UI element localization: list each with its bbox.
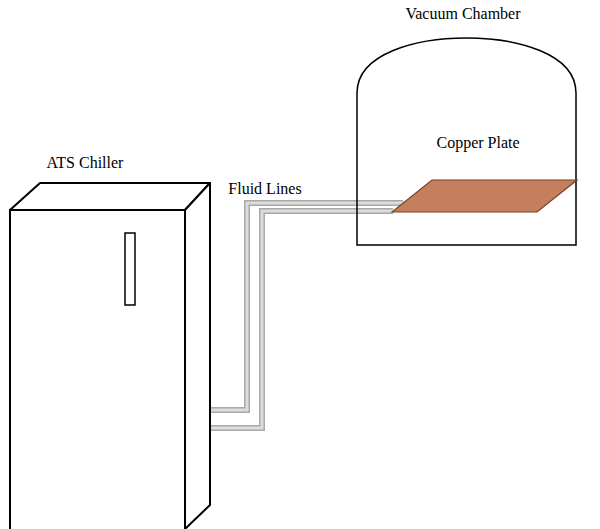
node-label: ATS Chiller (47, 153, 124, 172)
chiller-unit: ATS Chiller (10, 183, 210, 529)
vacuum-chamber: Vacuum ChamberCopper Plate (357, 38, 576, 245)
copper-plate: Copper Plate (392, 180, 577, 212)
edge-label: Fluid Lines (228, 179, 301, 198)
fluid-line (210, 203, 403, 428)
node-label: Vacuum Chamber (405, 4, 520, 23)
node-label: Copper Plate (436, 133, 519, 152)
fridge-outline (10, 183, 210, 529)
plate-outline (392, 180, 577, 212)
